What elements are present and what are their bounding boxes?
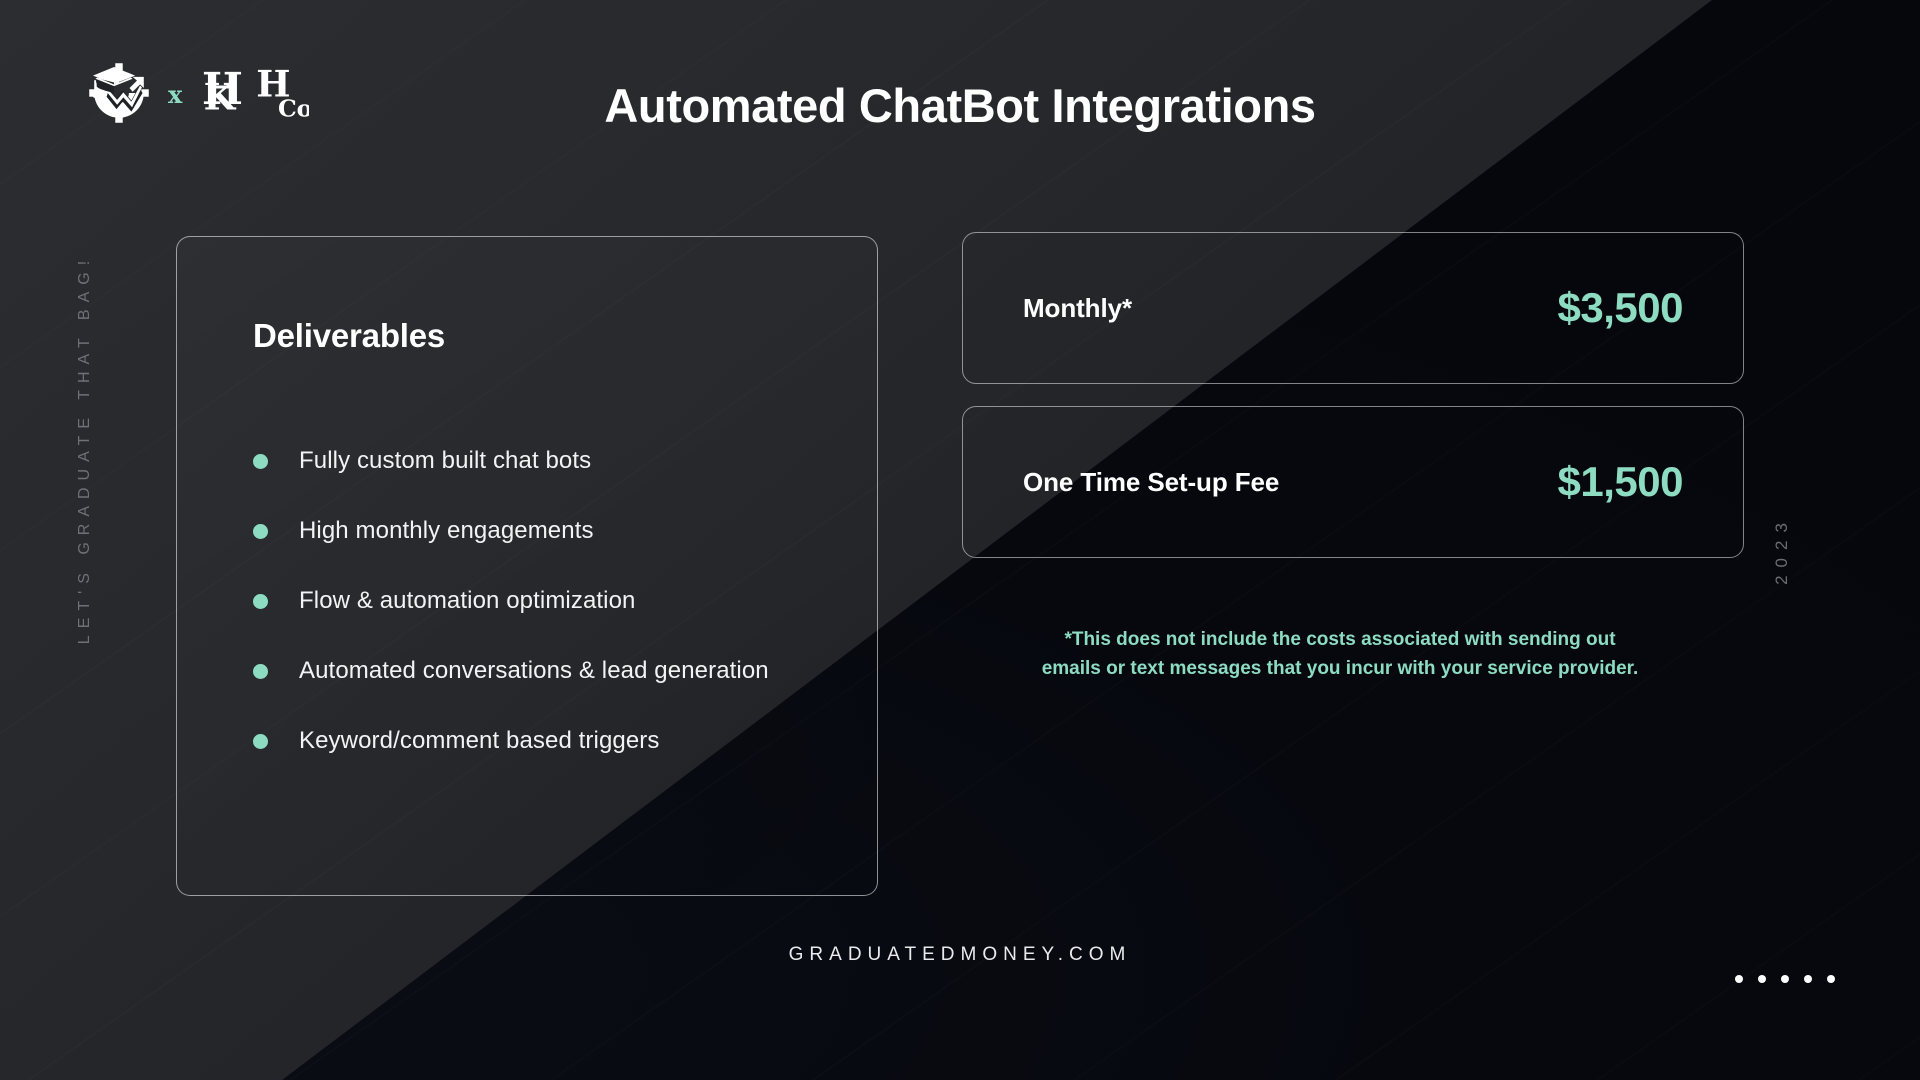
pricing-card-label: Monthly* [1023, 292, 1132, 323]
bullet-dot-icon [253, 523, 268, 539]
pricing-card-value: $1,500 [1557, 458, 1684, 505]
list-item-label: Automated conversations & lead generatio… [299, 657, 769, 684]
footer-dot-icon [1804, 975, 1812, 983]
footer-dot-icon [1758, 975, 1766, 983]
deliverables-list: Fully custom built chat bots High monthl… [253, 447, 847, 755]
logo-separator-x: x [168, 80, 183, 109]
list-item: Fully custom built chat bots [253, 447, 847, 475]
footer-website-url: GRADUATEDMONEY.COM [788, 944, 1132, 965]
deliverables-title: Deliverables [253, 317, 446, 354]
left-vertical-tagline: LET'S GRADUATE THAT BAG! [76, 253, 93, 645]
bullet-dot-icon [253, 733, 268, 749]
list-item: Flow & automation optimization [253, 587, 847, 615]
svg-text:Co.: Co. [278, 95, 309, 122]
logo-row: x H K H Co. [88, 62, 309, 124]
bullet-dot-icon [253, 593, 268, 609]
svg-text:H: H [202, 64, 243, 115]
bullet-dot-icon [253, 663, 268, 679]
svg-text:K: K [204, 75, 237, 118]
list-item-label: Keyword/comment based triggers [299, 727, 660, 754]
footer-dots-decoration [1735, 975, 1835, 983]
list-item: High monthly engagements [253, 517, 847, 545]
list-item-label: Flow & automation optimization [299, 587, 636, 614]
pricing-disclaimer: *This does not include the costs associa… [1041, 629, 1639, 680]
footer-dot-icon [1827, 975, 1835, 983]
pricing-card-monthly: Monthly* $3,500 [962, 232, 1744, 384]
page-title: Automated ChatBot Integrations [604, 79, 1316, 132]
right-vertical-year: 2023 [1772, 515, 1791, 585]
deliverables-card: Deliverables Fully custom built chat bot… [176, 236, 878, 896]
svg-text:H: H [257, 64, 291, 106]
list-item: Automated conversations & lead generatio… [253, 657, 847, 685]
list-item-label: High monthly engagements [299, 517, 594, 544]
footer-dot-icon [1735, 975, 1743, 983]
list-item-label: Fully custom built chat bots [299, 447, 592, 474]
list-item: Keyword/comment based triggers [253, 727, 847, 755]
footer-dot-icon [1781, 975, 1789, 983]
bullet-dot-icon [253, 453, 268, 469]
pricing-card-value: $3,500 [1557, 284, 1684, 331]
pricing-card-setup-fee: One Time Set-up Fee $1,500 [962, 406, 1744, 558]
graduated-money-logo-icon [89, 63, 149, 123]
pricing-card-label: One Time Set-up Fee [1023, 466, 1280, 497]
hk-co-logo-icon: H K H Co. [202, 64, 309, 122]
